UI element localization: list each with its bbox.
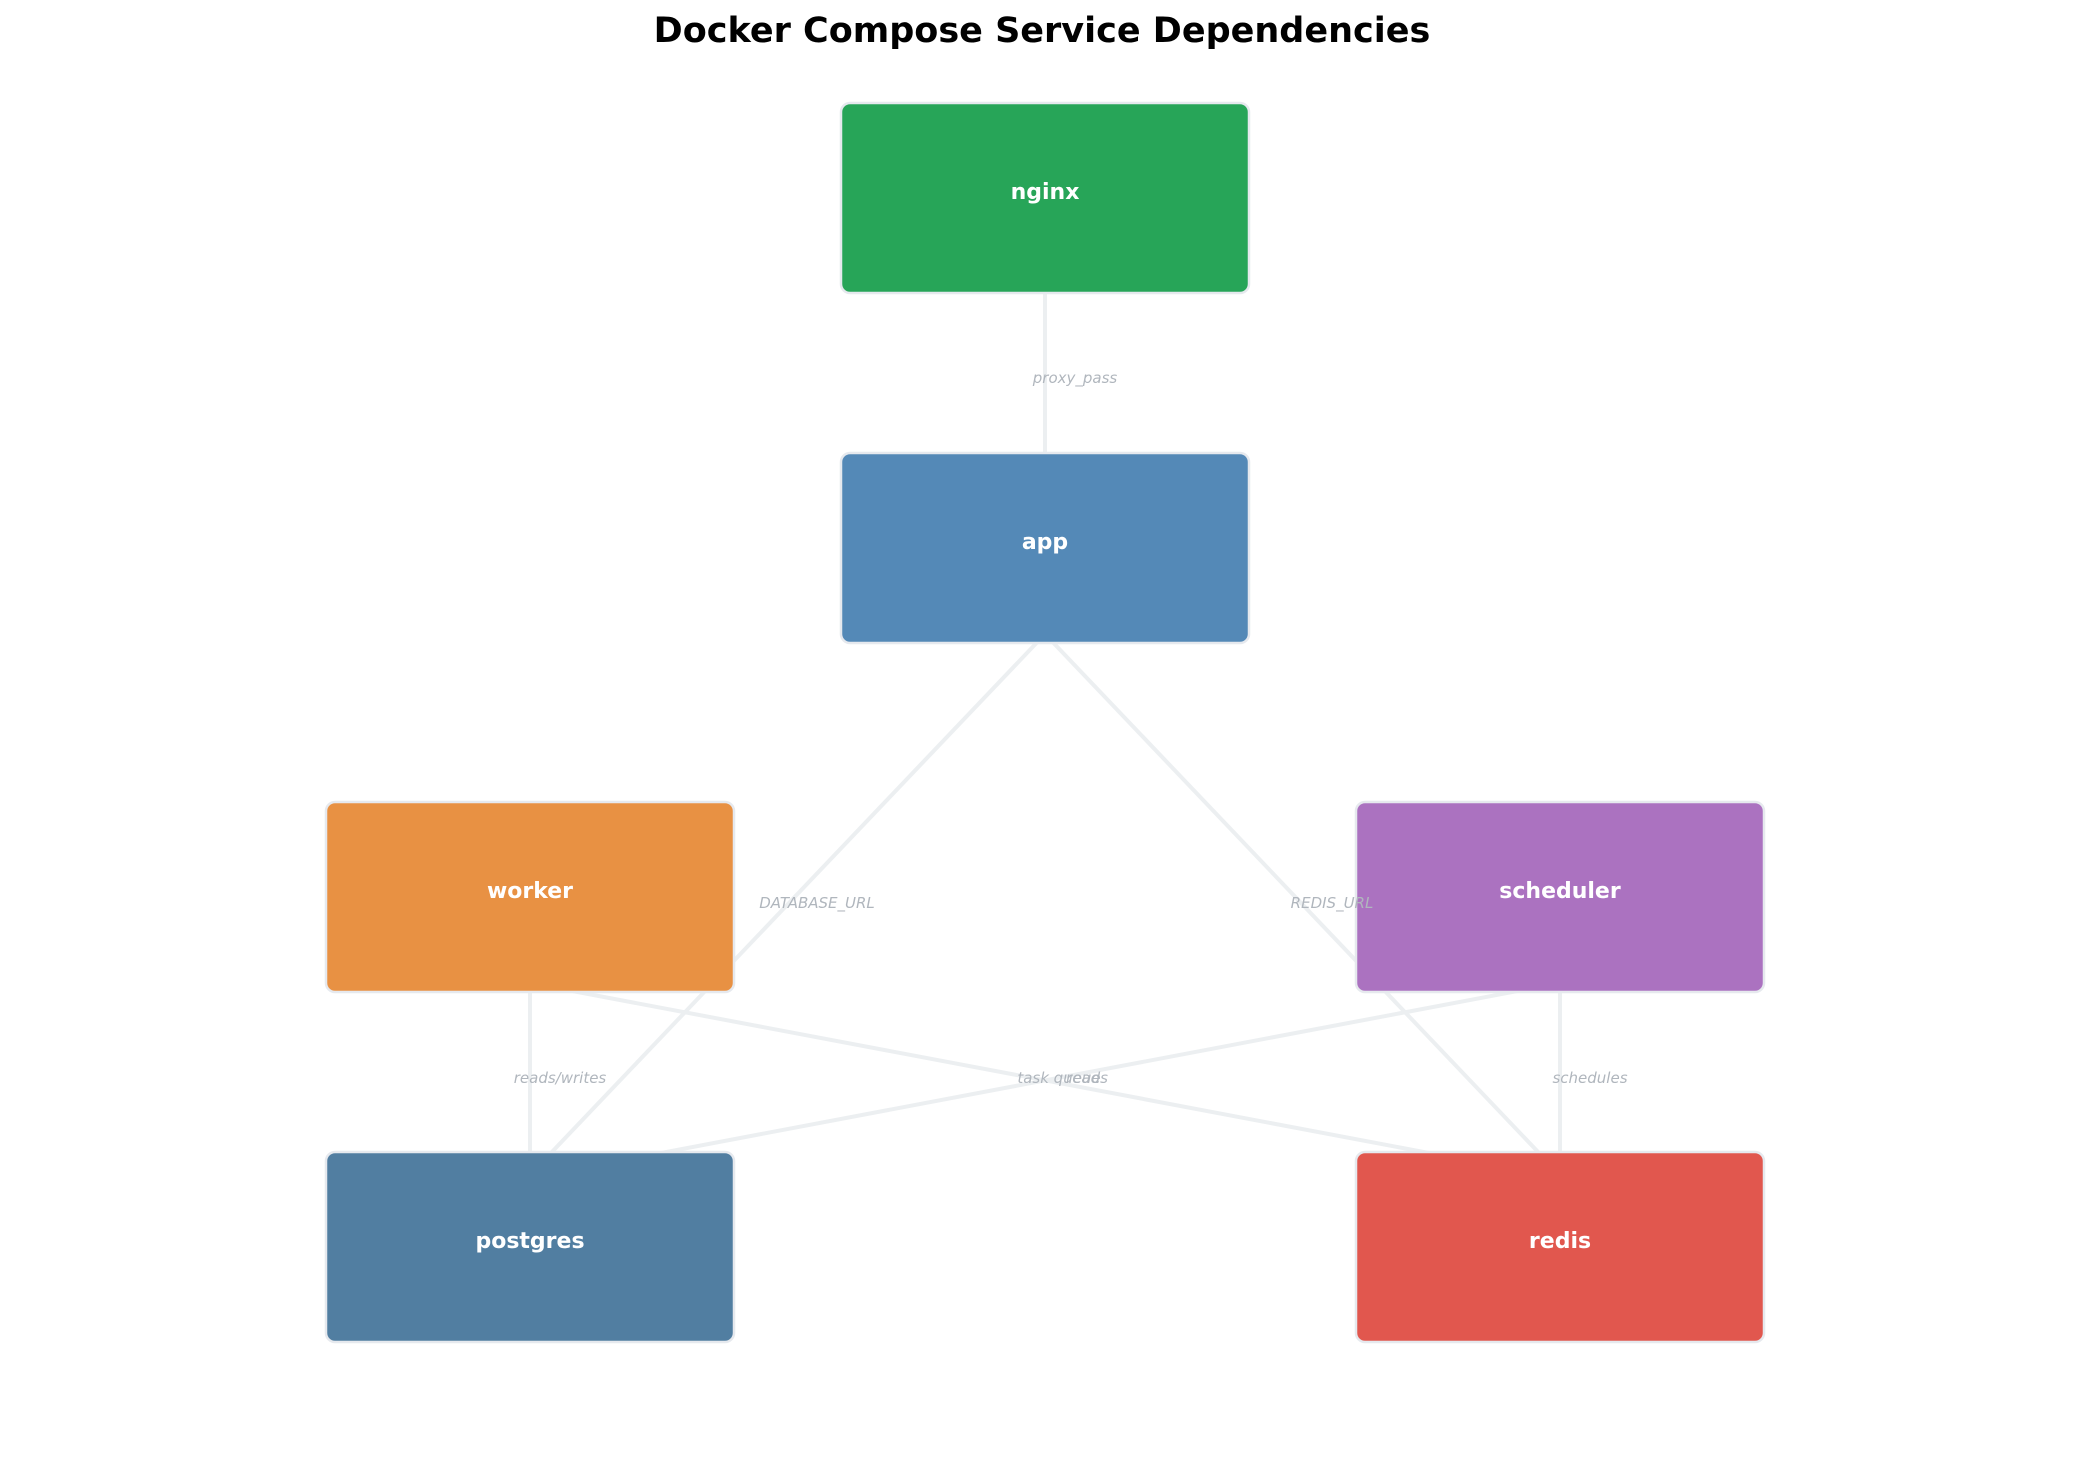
- node-box-nginx: [839, 101, 1251, 295]
- node-worker: worker: [324, 800, 736, 994]
- edge-app-to-postgres: [530, 632, 1047, 1175]
- node-nginx: nginx: [839, 101, 1251, 295]
- edge-scheduler-to-postgres: [534, 981, 1561, 1177]
- node-box-redis: [1354, 1150, 1766, 1344]
- node-app: app: [839, 451, 1251, 645]
- node-box-worker: [324, 800, 736, 994]
- edge-label-scheduler-to-postgres: reads: [1066, 1069, 1108, 1087]
- edge-label-app-to-postgres: DATABASE_URL: [759, 894, 875, 913]
- node-label-scheduler: scheduler: [1499, 879, 1621, 904]
- diagram-title: Docker Compose Service Dependencies: [654, 11, 1431, 51]
- edge-label-scheduler-to-redis: schedules: [1552, 1069, 1627, 1087]
- edge-label-app-to-redis: REDIS_URL: [1291, 894, 1374, 913]
- node-label-postgres: postgres: [475, 1229, 584, 1254]
- node-box-postgres: [324, 1150, 736, 1344]
- edges-layer: [530, 286, 1560, 1177]
- node-redis: redis: [1354, 1150, 1766, 1344]
- edge-label-worker-to-postgres: reads/writes: [514, 1069, 607, 1087]
- node-postgres: postgres: [324, 1150, 736, 1344]
- node-label-nginx: nginx: [1011, 180, 1080, 205]
- node-label-worker: worker: [487, 879, 573, 904]
- node-label-app: app: [1022, 530, 1068, 555]
- edge-app-to-redis: [1043, 632, 1560, 1175]
- node-box-scheduler: [1354, 800, 1766, 994]
- node-label-redis: redis: [1529, 1229, 1591, 1254]
- node-box-app: [839, 451, 1251, 645]
- nodes-layer: nginx app worker scheduler postgres redis: [324, 101, 1766, 1344]
- edge-label-nginx-to-app: proxy_pass: [1032, 369, 1118, 388]
- edge-label-worker-to-redis: task queue: [1017, 1069, 1100, 1087]
- node-scheduler: scheduler: [1354, 800, 1766, 994]
